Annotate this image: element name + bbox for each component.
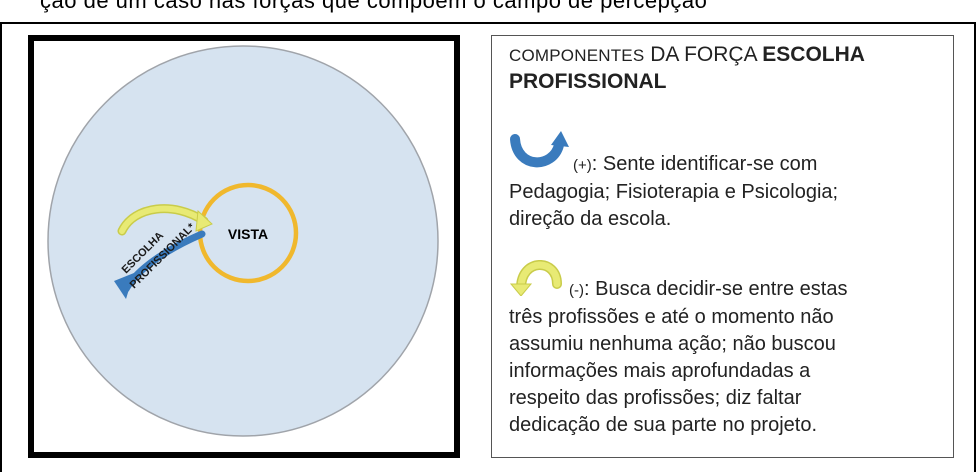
positive-sign: (+) (573, 157, 592, 174)
negative-text-2: três profissões e até o momento não (509, 306, 834, 328)
heading-part4: PROFISSIONAL (509, 70, 667, 93)
heading-part1: COMPONENTES (509, 46, 645, 65)
positive-component: (+): Sente identificar-se com Pedagogia;… (509, 131, 949, 233)
diagram-canvas: VISTA ESCOLHA PROFISSIONAL* (47, 45, 439, 437)
perception-field-circle (47, 45, 439, 437)
negative-text-6: dedicação de sua parte no projeto. (509, 414, 817, 436)
negative-text-4: informações mais aprofundadas a (509, 360, 811, 382)
components-panel: COMPONENTES DA FORÇA ESCOLHA PROFISSIONA… (491, 35, 954, 458)
negative-sign: (-) (569, 282, 584, 299)
negative-text-1: : Busca decidir-se entre estas (584, 278, 848, 300)
negative-text-3: assumiu nenhuma ação; não buscou (509, 333, 836, 355)
top-divider (0, 22, 976, 24)
top-caption-text: ção de um caso nas forças que compõem o … (40, 0, 708, 13)
vista-label: VISTA (228, 226, 268, 242)
blue-curved-arrow-icon (509, 131, 571, 179)
components-heading: COMPONENTES DA FORÇA ESCOLHA PROFISSIONA… (509, 42, 939, 95)
heading-part2: DA FORÇA (650, 43, 757, 66)
positive-force-arrow-icon (114, 230, 206, 299)
positive-text-3: direção da escola. (509, 208, 672, 230)
positive-text-1: : Sente identificar-se com (591, 153, 818, 175)
heading-part3: ESCOLHA (762, 43, 865, 66)
positive-text-2: Pedagogia; Fisioterapia e Psicologia; (509, 181, 839, 203)
top-caption-strip: ção de um caso nas forças que compõem o … (0, 0, 976, 22)
yellow-curved-arrow-icon (509, 260, 567, 304)
negative-component: (-): Busca decidir-se entre estas três p… (509, 260, 949, 439)
negative-force-arrow-icon (117, 204, 213, 236)
force-field-diagram: VISTA ESCOLHA PROFISSIONAL* (28, 35, 460, 458)
negative-text-5: respeito das profissões; diz faltar (509, 387, 802, 409)
